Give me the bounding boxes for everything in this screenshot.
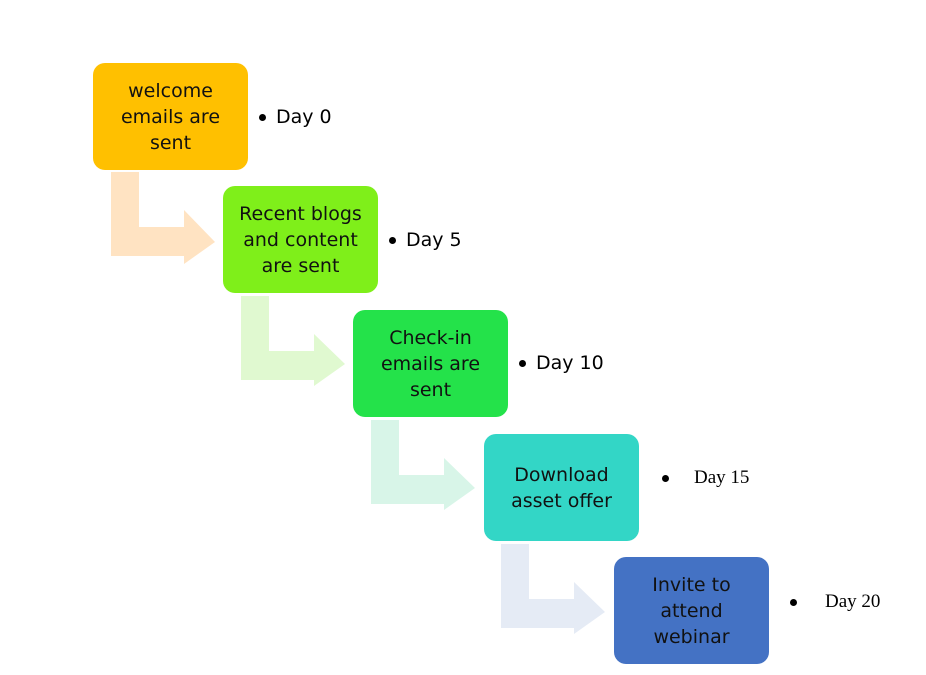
bullet-icon bbox=[389, 236, 396, 244]
bent-arrow-2-shape bbox=[371, 420, 475, 510]
step-box-invite-webinar: Invite to attend webinar bbox=[614, 557, 769, 664]
step-box-recent-blogs: Recent blogs and content are sent bbox=[223, 186, 378, 293]
day-label-0: Day 0 bbox=[259, 104, 332, 130]
day-text: Day 20 bbox=[825, 591, 881, 612]
bent-arrow-0 bbox=[111, 172, 215, 264]
bent-arrow-0-shape bbox=[111, 172, 215, 264]
step-box-download-asset: Download asset offer bbox=[484, 434, 639, 541]
day-label-4: Day 20 bbox=[790, 589, 880, 615]
step-label: Check-in emails are sent bbox=[380, 326, 481, 401]
step-box-welcome-emails: welcome emails are sent bbox=[93, 63, 248, 170]
bent-arrow-3 bbox=[501, 544, 605, 634]
bent-arrow-3-shape bbox=[501, 544, 605, 634]
step-label: Recent blogs and content are sent bbox=[239, 202, 362, 277]
step-label: Invite to attend webinar bbox=[652, 573, 731, 648]
day-text: Day 0 bbox=[276, 106, 332, 128]
bent-arrow-1 bbox=[241, 296, 345, 386]
bullet-icon bbox=[662, 474, 669, 482]
day-text: Day 15 bbox=[694, 467, 750, 488]
bent-arrow-2 bbox=[371, 420, 475, 510]
bent-arrow-1-shape bbox=[241, 296, 345, 386]
day-text: Day 10 bbox=[536, 352, 604, 374]
step-label: Download asset offer bbox=[511, 463, 612, 512]
day-label-3: Day 15 bbox=[662, 465, 749, 491]
bullet-icon bbox=[259, 113, 266, 121]
day-label-2: Day 10 bbox=[519, 350, 604, 376]
day-label-1: Day 5 bbox=[389, 227, 462, 253]
step-box-check-in-emails: Check-in emails are sent bbox=[353, 310, 508, 417]
bullet-icon bbox=[790, 598, 797, 606]
day-text: Day 5 bbox=[406, 229, 462, 251]
step-label: welcome emails are sent bbox=[120, 79, 221, 154]
bullet-icon bbox=[519, 359, 526, 367]
